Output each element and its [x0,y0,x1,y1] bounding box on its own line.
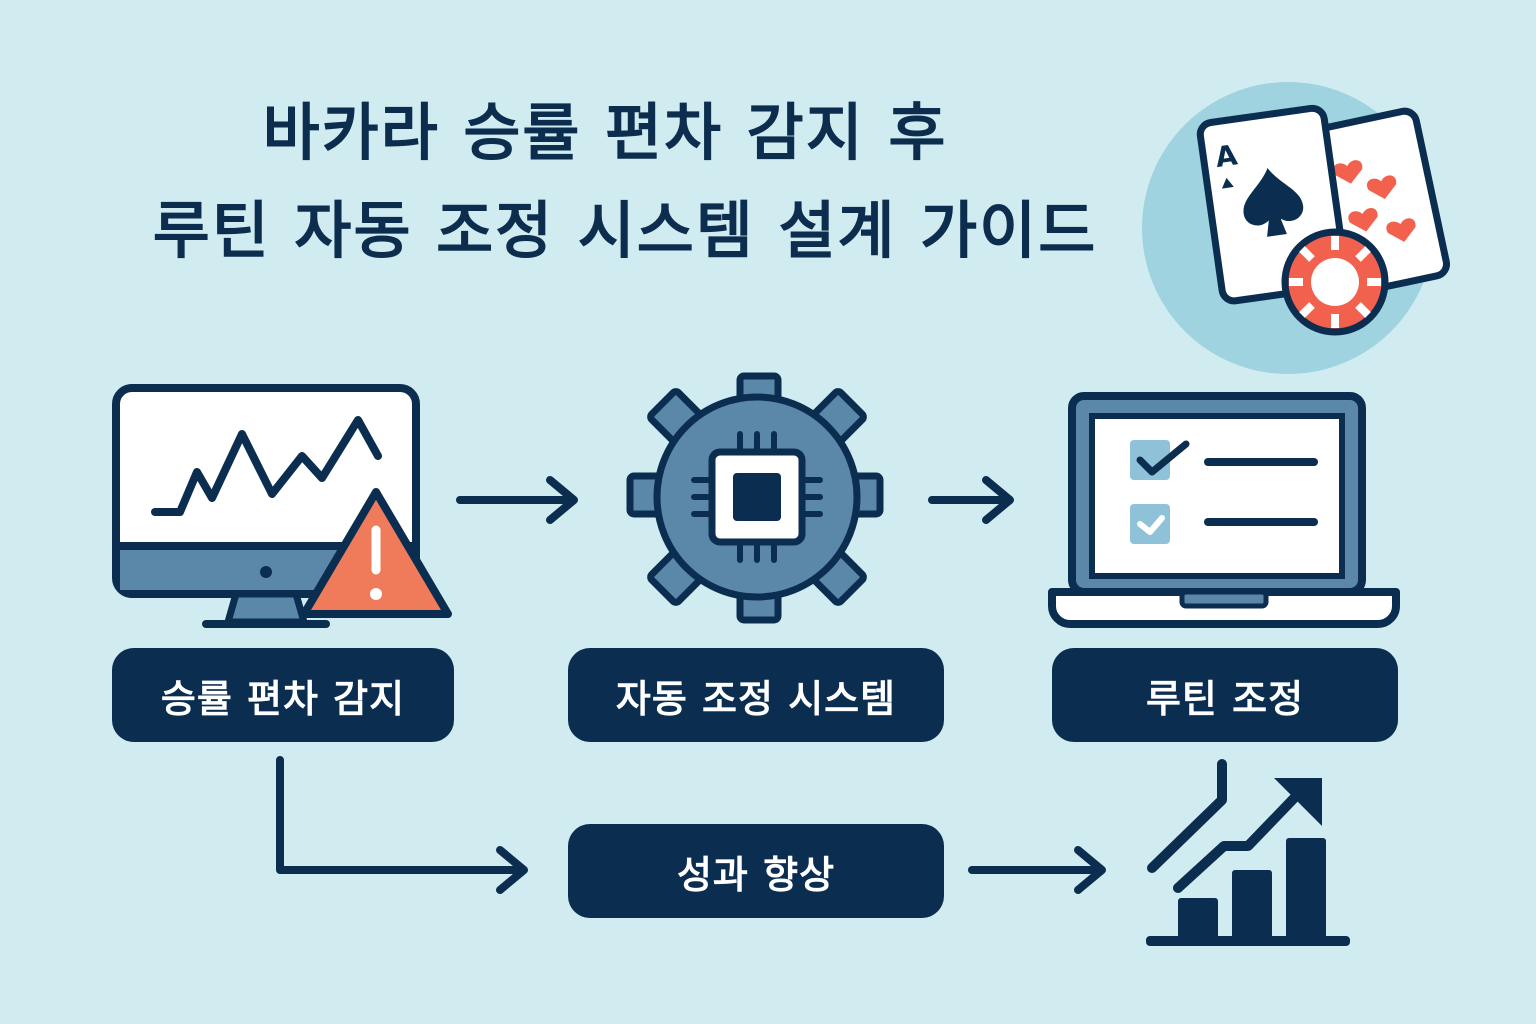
node-routine-label: 루틴 조정 [1052,648,1398,742]
page-title-line-2: 루틴 자동 조정 시스템 설계 가이드 [152,194,1098,267]
gear-chip-icon [626,372,884,624]
node-system-label: 자동 조정 시스템 [568,648,944,742]
card-rank: A [1213,138,1239,174]
page-title-line-1: 바카라 승률 편차 감지 후 [262,96,948,169]
laptop-checklist-icon [1048,392,1400,628]
node-detect-label: 승률 편차 감지 [112,648,454,742]
arrow-improve-to-growth [968,846,1106,894]
arrow-system-to-routine [928,476,1014,524]
arrow-detect-to-system [456,476,578,524]
growth-chart-icon [1146,759,1350,946]
arrow-detect-to-improve [276,756,528,894]
cards-chip-icon: A [1142,82,1451,374]
poker-chip-icon [1281,228,1389,336]
node-improve-label: 성과 향상 [568,824,944,918]
monitor-warning-icon [112,384,452,628]
